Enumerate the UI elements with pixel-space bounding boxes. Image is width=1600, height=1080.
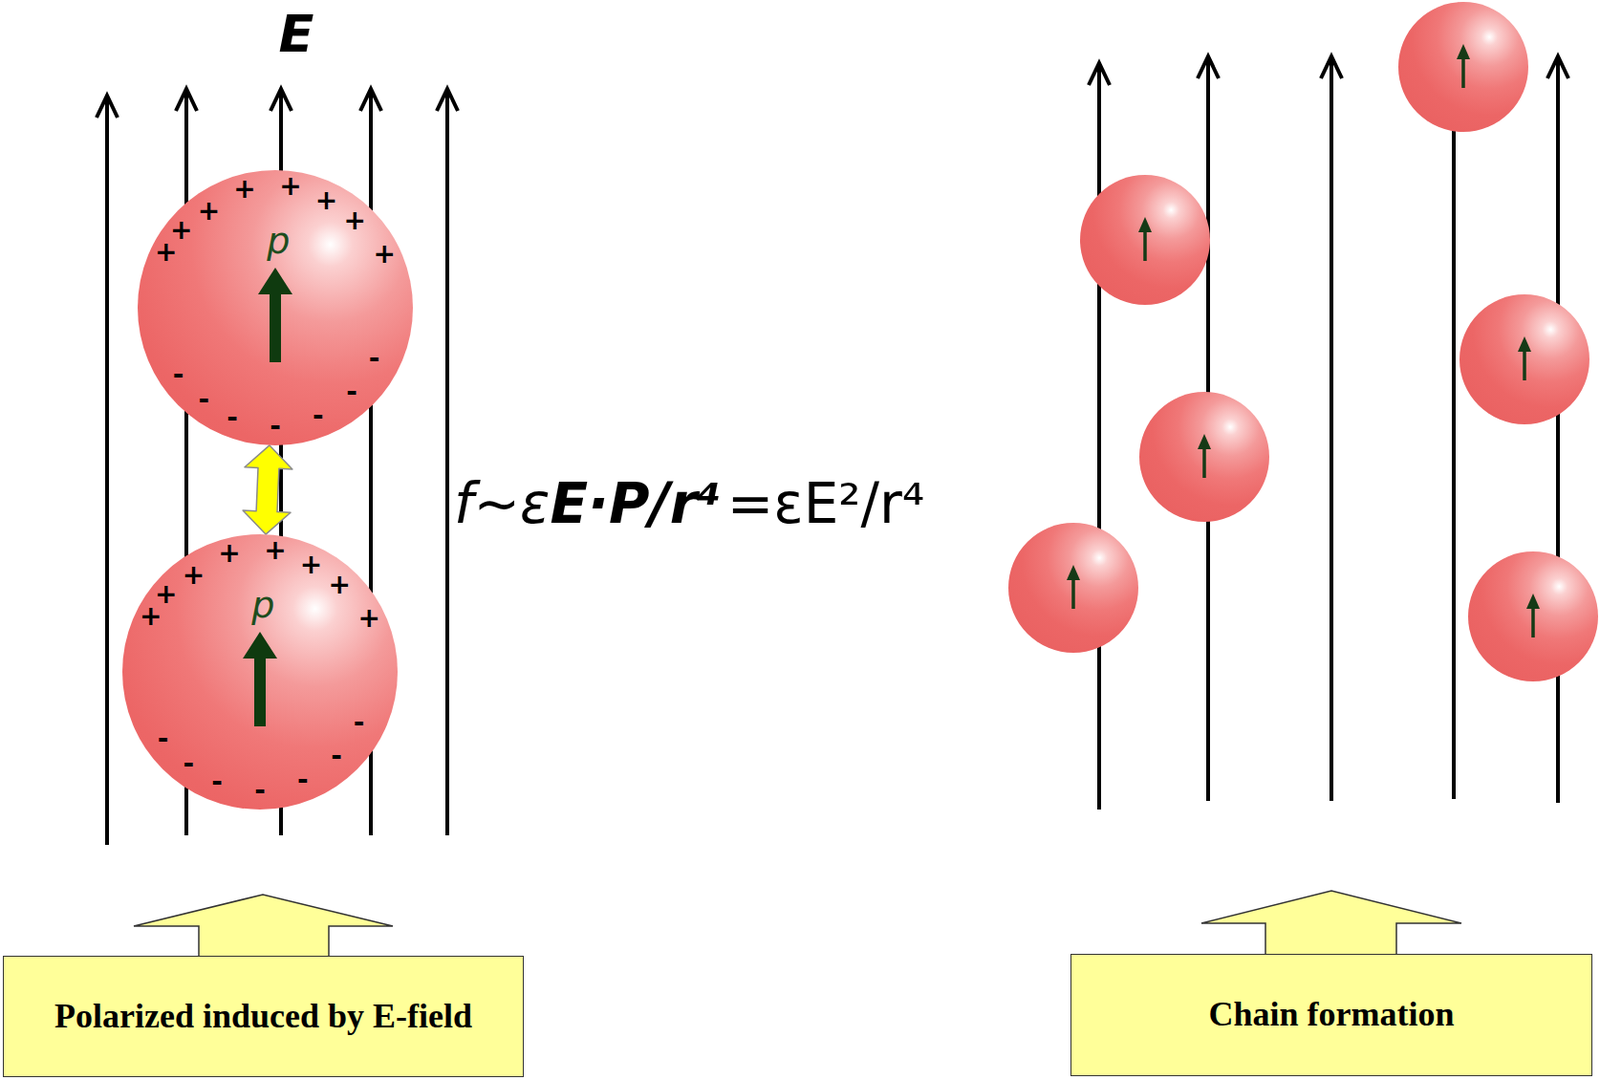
callout-box: Polarized induced by E-field [2, 955, 524, 1078]
particle-sphere [1459, 294, 1590, 425]
dipole-arrow-head [1197, 433, 1211, 450]
callout-pointer [1201, 890, 1462, 955]
particle-sphere [1468, 551, 1599, 682]
dipole-arrow [1143, 230, 1147, 261]
force-arrow [242, 445, 293, 535]
field-line [1088, 63, 1110, 810]
particle-sphere [1080, 174, 1211, 305]
polarized-sphere: p++++++++------- [122, 534, 398, 810]
dipole-label: p [251, 586, 275, 624]
formula-part: E·P/r⁴ [549, 474, 721, 536]
charge-sign: + [315, 187, 338, 215]
dipole-arrow-head [1526, 593, 1540, 609]
field-line [436, 88, 458, 836]
charge-sign: - [211, 768, 223, 796]
charge-sign: - [157, 725, 170, 753]
charge-sign: - [269, 412, 282, 440]
dipole-arrow [1202, 447, 1207, 478]
charge-sign: + [279, 172, 302, 200]
dipole-arrow-head [258, 267, 293, 295]
dipole-arrow [254, 656, 266, 727]
charge-sign: + [233, 175, 256, 203]
dipole-arrow-head [1138, 216, 1152, 233]
field-line [1451, 129, 1456, 800]
charge-sign: + [358, 605, 381, 632]
dipole-label: p [266, 222, 290, 260]
charge-sign: + [373, 240, 396, 268]
dipole-arrow-head [1517, 336, 1532, 352]
dipole-arrow [269, 292, 282, 363]
dipole-arrow-head [1456, 43, 1471, 60]
formula: f~εE·P/r⁴=εE²/r⁴ [454, 474, 925, 536]
charge-sign: - [330, 742, 343, 770]
chain-spheres [1008, 1, 1599, 682]
charge-sign: - [182, 750, 195, 778]
field-lines [96, 88, 458, 845]
formula-part: f~ε [454, 474, 550, 536]
charge-sign: + [170, 216, 193, 244]
particle-sphere [1139, 391, 1270, 522]
particle-sphere [1398, 1, 1529, 132]
dipole-arrow-graphic [137, 170, 413, 446]
callout-text: Polarized induced by E-field [54, 996, 473, 1037]
charge-sign: - [345, 378, 358, 406]
charge-sign: - [312, 402, 325, 430]
polarized-sphere: p++++++++------- [137, 170, 413, 446]
charge-sign: + [197, 197, 220, 225]
charge-sign: + [217, 540, 240, 567]
charge-sign: - [297, 766, 309, 794]
dipole-arrow [1522, 349, 1527, 381]
callout-box: Chain formation [1070, 953, 1593, 1077]
charge-sign: - [172, 361, 185, 389]
dipole-arrow [1461, 57, 1466, 88]
charge-sign: + [328, 571, 351, 599]
field-lines [1088, 56, 1569, 810]
dipole-arrow [1071, 578, 1076, 609]
field-line [1547, 56, 1569, 803]
field-line [1320, 56, 1342, 801]
charge-sign: + [300, 551, 323, 579]
charge-sign: - [368, 345, 381, 372]
dipole-arrow-graphic [122, 534, 398, 810]
field-label: E [279, 5, 315, 63]
charge-sign: - [254, 777, 266, 804]
dipole-arrow-head [1066, 564, 1081, 581]
charge-sign: - [353, 709, 366, 736]
charge-sign: + [263, 537, 286, 564]
formula-part: =εE²/r⁴ [727, 474, 925, 536]
particle-sphere [1008, 522, 1139, 653]
charge-sign: - [226, 404, 238, 432]
charge-sign: + [154, 581, 177, 608]
dipole-arrow [1531, 606, 1536, 638]
charge-sign: + [182, 562, 205, 589]
callout-text: Chain formation [1208, 994, 1454, 1035]
dipole-arrow-head [242, 631, 278, 659]
charge-sign: - [197, 386, 210, 413]
charge-sign: + [344, 207, 367, 235]
field-line [96, 95, 118, 845]
callout-pointer [133, 894, 393, 957]
